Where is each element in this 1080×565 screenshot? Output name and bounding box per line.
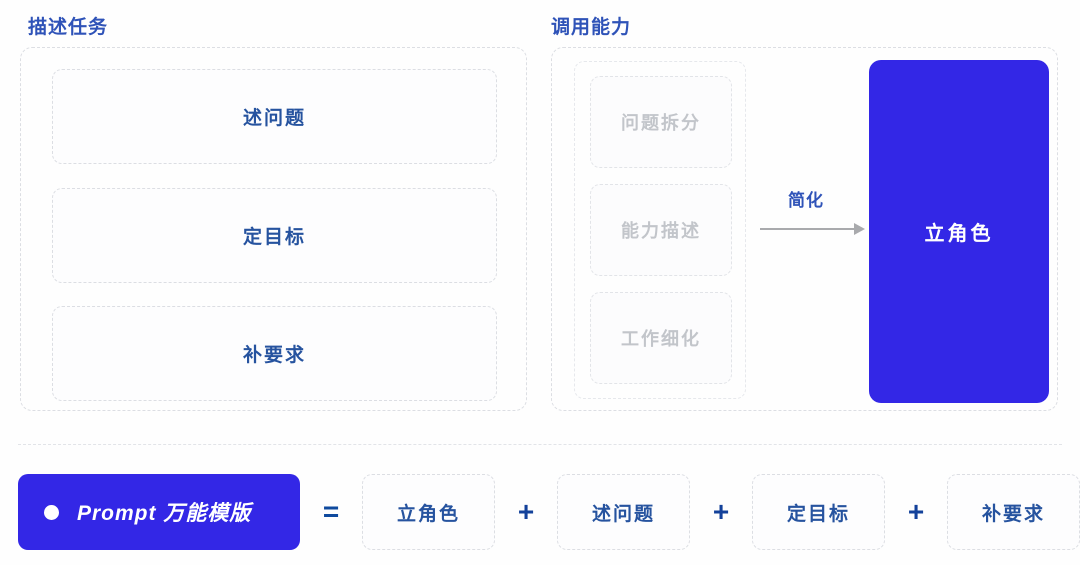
formula-term-label: 补要求 bbox=[981, 503, 1045, 525]
formula-row: Prompt 万能模版 = 立角色 + 述问题 + 定目标 + 补要求 bbox=[0, 468, 1080, 556]
section-title-invoke-capability: 调用能力 bbox=[551, 17, 632, 38]
formula-term-state-problem[interactable]: 述问题 bbox=[557, 474, 690, 550]
task-card-add-requirement[interactable]: 补要求 bbox=[52, 306, 497, 401]
formula-term-label: 立角色 bbox=[396, 503, 460, 525]
capability-card-group: 问题拆分 能力描述 工作细化 bbox=[574, 61, 746, 399]
arrow-label-simplify: 简化 bbox=[788, 191, 824, 210]
result-box-set-role[interactable]: 立角色 bbox=[869, 60, 1049, 403]
formula-term-set-role[interactable]: 立角色 bbox=[362, 474, 495, 550]
capability-card-work-refinement[interactable]: 工作细化 bbox=[590, 292, 732, 384]
task-card-label: 定目标 bbox=[242, 227, 306, 248]
task-card-state-problem[interactable]: 述问题 bbox=[52, 69, 497, 164]
formula-term-label: 述问题 bbox=[591, 503, 655, 525]
capability-card-problem-decomposition[interactable]: 问题拆分 bbox=[590, 76, 732, 168]
section-divider bbox=[18, 444, 1062, 445]
formula-term-add-requirement[interactable]: 补要求 bbox=[947, 474, 1080, 550]
capability-card-label: 工作细化 bbox=[621, 329, 701, 349]
plus-operator: + bbox=[907, 496, 925, 527]
arrow-head-icon bbox=[854, 223, 865, 235]
capability-card-label: 问题拆分 bbox=[621, 113, 701, 133]
result-box-label: 立角色 bbox=[924, 223, 994, 245]
simplify-arrow-group: 简化 bbox=[760, 186, 870, 246]
capability-card-label: 能力描述 bbox=[621, 221, 701, 241]
plus-operator: + bbox=[517, 496, 535, 527]
arrow-line bbox=[760, 228, 856, 230]
formula-term-label: 定目标 bbox=[786, 503, 850, 525]
prompt-template-pill[interactable]: Prompt 万能模版 bbox=[18, 474, 300, 550]
panel-invoke-capability: 问题拆分 能力描述 工作细化 bbox=[551, 47, 1058, 411]
formula-term-set-goal[interactable]: 定目标 bbox=[752, 474, 885, 550]
section-title-describe-task: 描述任务 bbox=[28, 17, 109, 38]
panel-describe-task: 述问题 定目标 补要求 bbox=[20, 47, 527, 411]
task-card-label: 补要求 bbox=[242, 345, 306, 366]
capability-card-capability-description[interactable]: 能力描述 bbox=[590, 184, 732, 276]
task-card-set-goal[interactable]: 定目标 bbox=[52, 188, 497, 283]
plus-operator: + bbox=[712, 496, 730, 527]
task-card-label: 述问题 bbox=[242, 108, 306, 129]
prompt-template-label: Prompt 万能模版 bbox=[77, 502, 252, 525]
bullet-dot-icon bbox=[44, 504, 59, 520]
equals-operator: = bbox=[322, 496, 340, 527]
